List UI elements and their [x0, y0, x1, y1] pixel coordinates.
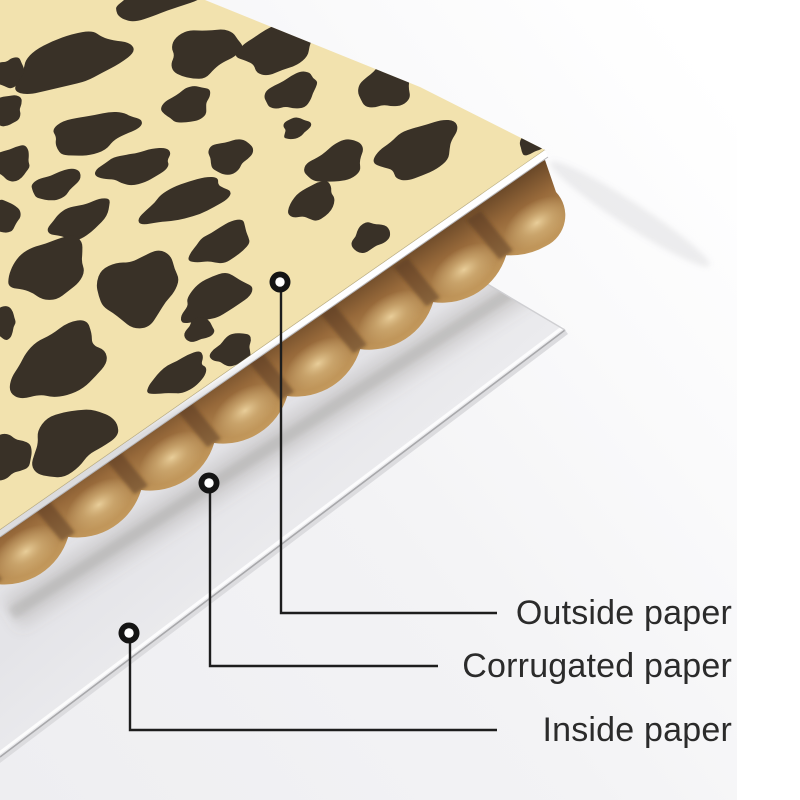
leopard-spots	[0, 0, 545, 481]
leopard-spot	[0, 57, 25, 89]
leopard-spot	[31, 168, 81, 201]
label-corrugated-paper: Corrugated paper	[462, 647, 732, 685]
leopard-spot	[184, 317, 215, 342]
background-right-strip	[737, 0, 800, 800]
flute-valley-shadow	[393, 257, 440, 307]
leopard-spot	[0, 199, 21, 233]
leopard-spot	[341, 2, 408, 46]
leopard-spot	[264, 71, 318, 109]
callout-dots	[118, 271, 291, 644]
callout-line-corrugated	[208, 492, 438, 668]
leopard-spot	[15, 31, 134, 95]
leopard-spot	[53, 111, 142, 156]
callout-lines	[128, 291, 497, 732]
leopard-spot	[0, 433, 32, 481]
label-outside-paper: Outside paper	[515, 594, 732, 632]
flute-highlight	[138, 430, 206, 485]
flute-valley-shadow	[247, 351, 294, 401]
label-inside-paper: Inside paper	[542, 711, 732, 749]
flute-highlight	[0, 524, 60, 579]
leopard-spot	[8, 235, 84, 300]
flute-highlight	[357, 289, 425, 344]
leopard-spot	[0, 306, 16, 340]
outside-paper-thickness-edge	[0, 150, 548, 537]
leopard-spot	[147, 351, 207, 394]
leopard-spot	[209, 333, 251, 367]
callout-dot-center-corrugated	[204, 478, 214, 488]
callout-dot-center-outside	[275, 277, 285, 287]
flute-highlight	[284, 336, 352, 391]
callout-line-outside	[279, 291, 497, 615]
flute-highlight	[430, 243, 498, 297]
leopard-spot	[208, 139, 254, 175]
leopard-spot	[188, 219, 250, 264]
leopard-spot	[288, 181, 335, 221]
leopard-spot	[161, 86, 211, 123]
leopard-spot	[494, 106, 518, 127]
background-shadow	[550, 161, 710, 267]
leopard-spot	[0, 95, 22, 127]
leopard-spot	[171, 29, 243, 79]
flute-highlight	[503, 196, 566, 250]
outside-paper-sheet	[0, 0, 549, 538]
callout-line-inside	[128, 642, 497, 732]
leopard-spot	[180, 272, 253, 324]
leopard-spot	[47, 198, 110, 242]
leopard-spot	[440, 60, 474, 91]
leopard-spot	[96, 250, 179, 329]
inside-paper-thickness-edge	[0, 330, 568, 763]
leopard-spot	[9, 320, 107, 399]
flute-valley-shadow	[174, 398, 221, 448]
leopard-spot	[283, 117, 312, 140]
leopard-spot	[0, 145, 30, 182]
leopard-spot	[32, 409, 119, 478]
corrugated-paper-flutes	[0, 160, 566, 589]
leopard-spot	[116, 0, 207, 22]
flute-valley-shadow	[466, 211, 513, 260]
flute-highlight	[65, 477, 133, 532]
leopard-spot	[304, 139, 363, 182]
leopard-spot	[373, 119, 458, 181]
flute-valley-shadow	[320, 304, 367, 354]
callout-dot-center-inside	[124, 628, 134, 638]
leopard-spot	[351, 222, 391, 254]
leopard-spot	[94, 147, 171, 186]
leopard-spot	[138, 176, 231, 225]
flute-highlight	[211, 383, 279, 438]
